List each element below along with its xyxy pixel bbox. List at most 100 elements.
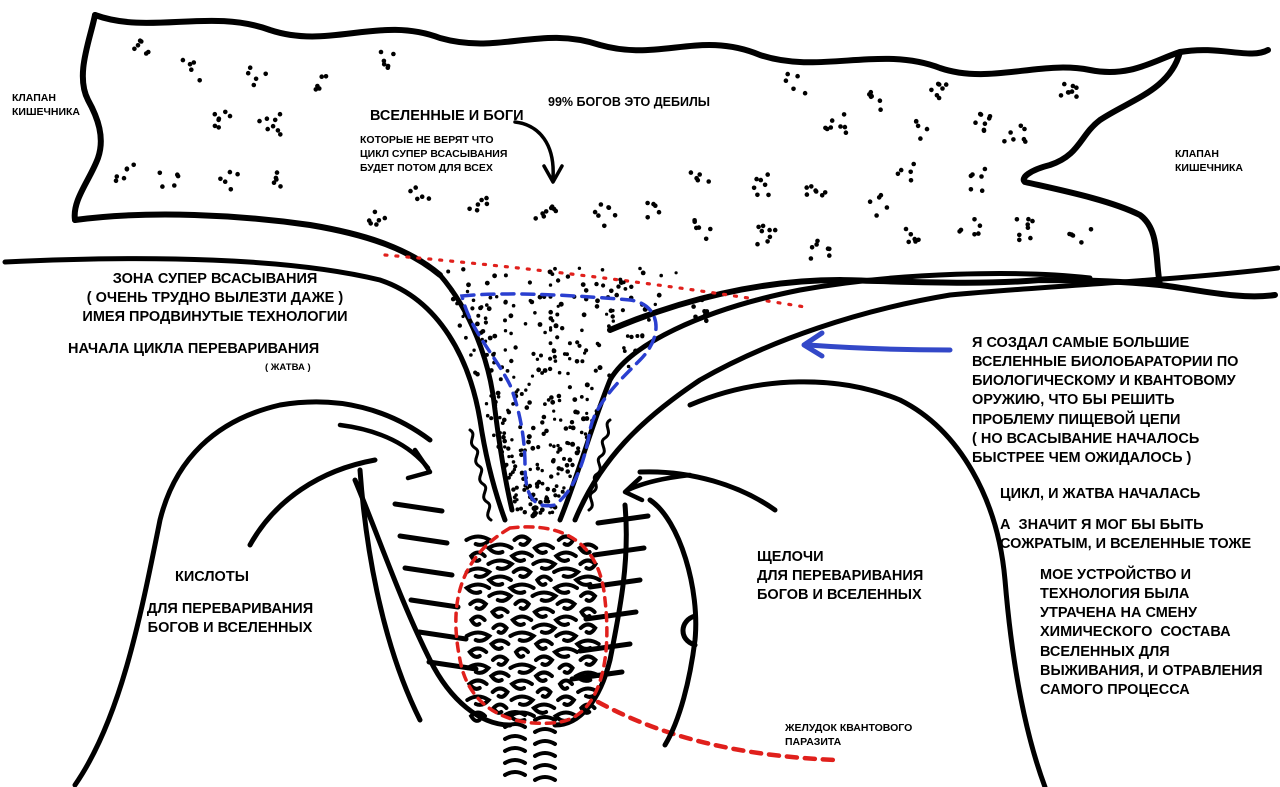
funnel-dot — [565, 469, 570, 474]
universe-dot — [987, 114, 993, 119]
intestine-top-wall — [92, 12, 1271, 78]
universe-dot — [1002, 139, 1007, 144]
funnel-dot — [485, 303, 489, 307]
funnel-dot — [528, 298, 533, 303]
universe-dot — [385, 63, 391, 69]
funnel-dot — [509, 331, 513, 336]
universe-dot — [541, 214, 547, 219]
universe-dot — [791, 86, 796, 92]
funnel-dot — [502, 431, 507, 435]
universe-dot — [313, 87, 319, 92]
universe-dot — [912, 236, 917, 242]
universe-dot — [121, 175, 127, 181]
universe-dot — [765, 172, 770, 177]
funnel-dot — [533, 311, 537, 315]
funnel-dot — [537, 322, 543, 327]
stomach-left-wall — [352, 477, 513, 728]
funnel-dot — [536, 445, 541, 450]
funnel-dot — [511, 303, 516, 308]
funnel-dot — [623, 287, 628, 291]
universe-dot — [419, 194, 425, 199]
funnel-dot — [557, 370, 562, 375]
universe-dot — [699, 297, 705, 303]
funnel-dot — [659, 273, 663, 278]
funnel-dot — [609, 327, 614, 331]
left-inner-arc — [247, 457, 378, 548]
intestine-right-valve-wall — [1020, 49, 1183, 288]
funnel-dot — [484, 352, 489, 357]
universe-dot — [228, 187, 234, 192]
universe-dot — [982, 166, 988, 172]
stomach-ridge — [583, 609, 639, 622]
universe-dot — [227, 169, 233, 175]
right-inner-arc — [637, 469, 778, 513]
funnel-dot — [544, 428, 549, 434]
funnel-dot — [535, 357, 540, 361]
universe-dot — [426, 196, 432, 201]
universe-dot — [908, 178, 914, 183]
funnel-dot — [547, 366, 553, 372]
universe-dot — [479, 197, 484, 203]
funnel-dot — [567, 385, 573, 390]
universe-dot — [868, 89, 874, 95]
funnel-dot — [548, 356, 553, 361]
universe-dot — [1074, 94, 1079, 99]
funnel-dot — [507, 475, 511, 480]
funnel-dot — [475, 321, 480, 327]
universe-dot — [1011, 137, 1016, 142]
funnel-dot — [633, 348, 638, 354]
universe-dot — [278, 184, 283, 189]
funnel-dot — [585, 411, 589, 415]
funnel-dot — [469, 353, 473, 357]
acids-desc-label: ДЛЯ ПЕРЕВАРИВАНИЯ БОГОВ И ВСЕЛЕННЫХ — [146, 601, 314, 637]
universe-dot — [915, 123, 921, 129]
funnel-dot — [539, 353, 543, 358]
funnel-dot — [552, 444, 556, 449]
universe-dot — [795, 73, 800, 79]
universe-dot — [1070, 83, 1076, 89]
funnel-dot — [516, 388, 520, 392]
universe-dot — [1069, 232, 1074, 237]
universe-dot — [1017, 232, 1022, 238]
stomach-ridge — [416, 629, 469, 642]
universe-dot — [408, 188, 413, 194]
funnel-dot — [466, 282, 471, 288]
funnel-dot — [562, 486, 566, 490]
funnel-dot — [584, 348, 589, 353]
universe-dot — [977, 223, 983, 228]
funnel-dot — [495, 390, 501, 396]
funnel-dot — [503, 329, 508, 333]
universe-dot — [913, 118, 919, 124]
funnel-dot — [518, 425, 523, 430]
funnel-dot — [492, 273, 497, 279]
funnel-dot — [507, 455, 511, 459]
intestine-left-valve-wall — [71, 12, 104, 223]
universe-dot — [874, 213, 879, 218]
universe-dot — [766, 192, 771, 198]
funnel-dot — [472, 348, 476, 352]
funnel-dot — [585, 397, 589, 402]
funnel-dot — [541, 414, 547, 420]
stomach-ridge — [392, 501, 445, 514]
universe-dot — [1008, 130, 1013, 135]
funnel-dot — [530, 445, 536, 451]
funnel-dot — [455, 301, 459, 306]
universe-dot — [704, 318, 709, 324]
universe-dot — [691, 304, 696, 309]
universe-dot — [979, 174, 984, 179]
funnel-dot — [629, 284, 634, 289]
universe-dot-clusters — [113, 38, 1094, 324]
disbelievers-label: КОТОРЫЕ НЕ ВЕРЯТ ЧТО ЦИКЛ СУПЕР ВСАСЫВАН… — [360, 134, 508, 174]
funnel-dot — [557, 494, 561, 498]
funnel-dot — [583, 288, 589, 293]
universe-dot — [876, 195, 882, 200]
funnel-dot — [528, 467, 532, 472]
stomach-exit-coil — [503, 710, 557, 782]
disbelievers-arrow — [513, 120, 564, 184]
funnel-dot — [461, 267, 466, 272]
universe-dot — [976, 231, 981, 236]
universe-dot — [645, 200, 650, 206]
funnel-dot — [568, 474, 572, 479]
stomach-ridge — [408, 597, 461, 610]
disbelievers-arrow-shaft — [513, 120, 555, 180]
